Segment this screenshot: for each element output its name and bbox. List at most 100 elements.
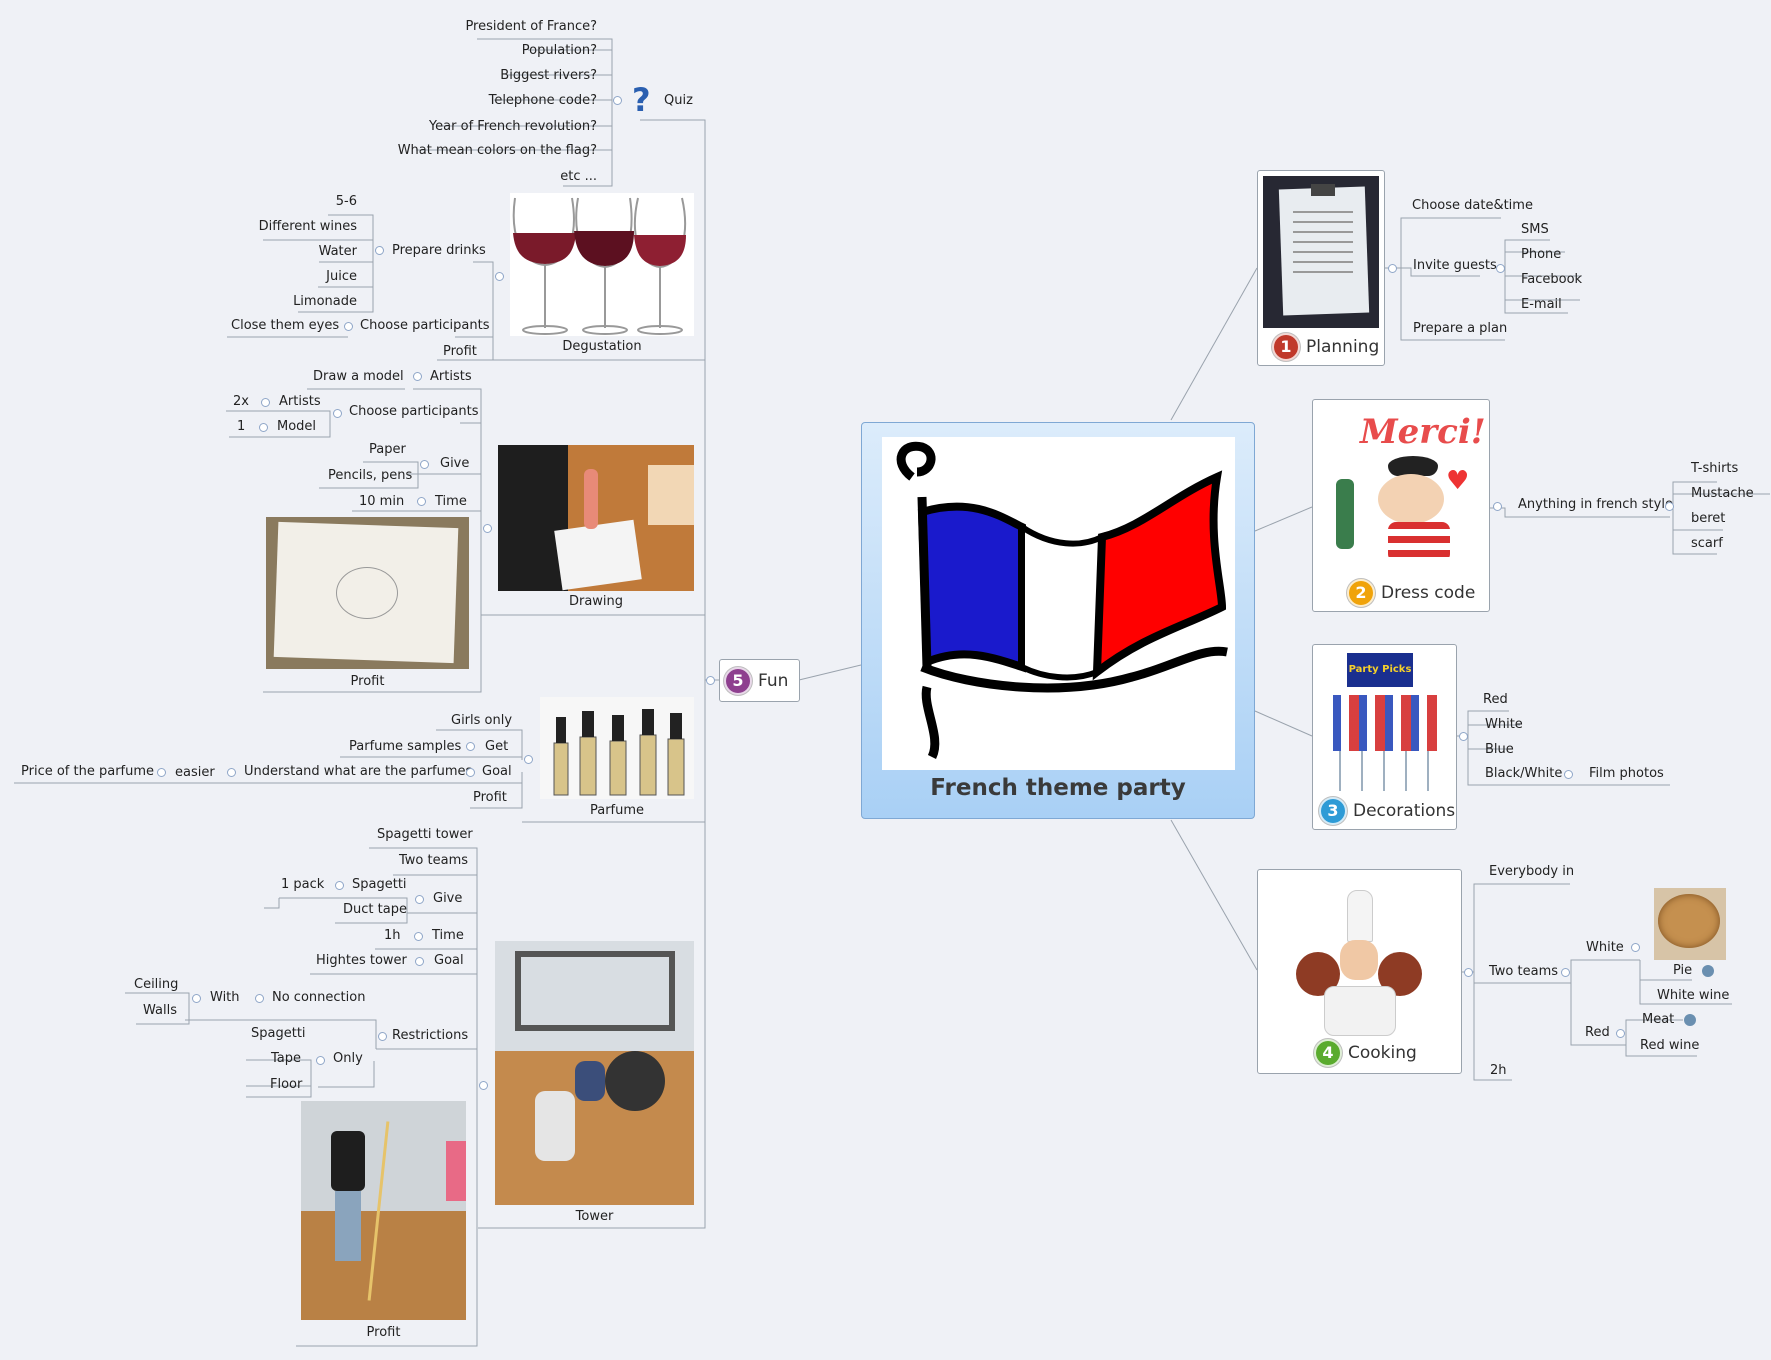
with[interactable]: With [210, 990, 240, 1005]
spagetti[interactable]: Spagetti [251, 1026, 306, 1041]
collapse-toggle[interactable] [157, 768, 166, 777]
draw-a-model[interactable]: Draw a model [313, 369, 404, 384]
tower-profit[interactable]: Profit [366, 1325, 401, 1340]
dress-tshirts[interactable]: T-shirts [1691, 461, 1739, 476]
collapse-toggle[interactable] [524, 755, 533, 764]
drawing-label[interactable]: Drawing [568, 594, 624, 609]
red-wine[interactable]: Red wine [1640, 1038, 1700, 1053]
tower-label[interactable]: Tower [575, 1209, 614, 1224]
one-pack[interactable]: 1 pack [281, 877, 325, 892]
cooking-time[interactable]: 2h [1490, 1063, 1507, 1078]
quiz-item[interactable]: What mean colors on the flag? [397, 143, 597, 158]
collapse-toggle[interactable] [375, 246, 384, 255]
ceiling[interactable]: Ceiling [134, 977, 179, 992]
decor-white[interactable]: White [1485, 717, 1523, 732]
pencils-pens[interactable]: Pencils, pens [328, 468, 413, 483]
model[interactable]: Model [277, 419, 317, 434]
no-connection[interactable]: No connection [272, 990, 366, 1005]
spagetti-tower[interactable]: Spagetti tower [377, 827, 473, 842]
goal[interactable]: Goal [434, 953, 464, 968]
collapse-toggle[interactable] [495, 272, 504, 281]
collapse-toggle[interactable] [1496, 264, 1505, 273]
collapse-toggle[interactable] [1388, 264, 1397, 273]
degustation-profit[interactable]: Profit [443, 344, 477, 359]
collapse-toggle[interactable] [466, 742, 475, 751]
time[interactable]: Time [435, 494, 467, 509]
only[interactable]: Only [333, 1051, 363, 1066]
duct-tape[interactable]: Duct tape [343, 902, 407, 917]
collapse-toggle[interactable] [413, 372, 422, 381]
quiz-item[interactable]: Year of French revolution? [428, 119, 597, 134]
easier[interactable]: easier [175, 765, 215, 780]
parfume-samples[interactable]: Parfume samples [349, 739, 462, 754]
drink-item[interactable]: 5-6 [335, 194, 357, 209]
dress-mustache[interactable]: Mustache [1691, 486, 1754, 501]
everybody-in[interactable]: Everybody in [1489, 864, 1575, 879]
drink-item[interactable]: Water [318, 244, 357, 259]
collapse-toggle[interactable] [344, 322, 353, 331]
collapse-toggle[interactable] [420, 460, 429, 469]
hightes-tower[interactable]: Hightes tower [316, 953, 407, 968]
choose-participants[interactable]: Choose participants [360, 318, 490, 333]
give[interactable]: Give [433, 891, 463, 906]
collapse-toggle[interactable] [483, 524, 492, 533]
degustation-label[interactable]: Degustation [562, 339, 642, 354]
collapse-toggle[interactable] [466, 768, 475, 777]
team-white[interactable]: White [1586, 940, 1624, 955]
quiz-item[interactable]: Telephone code? [488, 93, 597, 108]
pie-item[interactable]: Pie [1673, 963, 1715, 979]
floor[interactable]: Floor [270, 1077, 303, 1092]
collapse-toggle[interactable] [1561, 968, 1570, 977]
prepare-drinks[interactable]: Prepare drinks [392, 243, 486, 258]
collapse-toggle[interactable] [227, 768, 236, 777]
parfume-profit[interactable]: Profit [473, 790, 507, 805]
collapse-toggle[interactable] [415, 957, 424, 966]
ten-minutes[interactable]: 10 min [359, 494, 405, 509]
collapse-toggle[interactable] [706, 676, 715, 685]
drink-item[interactable]: Juice [326, 269, 357, 284]
meat-item[interactable]: Meat [1642, 1012, 1697, 1028]
goal[interactable]: Goal [482, 764, 512, 779]
dress-beret[interactable]: beret [1691, 511, 1726, 526]
give[interactable]: Give [440, 456, 470, 471]
collapse-toggle[interactable] [1493, 502, 1502, 511]
collapse-toggle[interactable] [261, 398, 270, 407]
invite-sms[interactable]: SMS [1521, 222, 1549, 237]
close-them-eyes[interactable]: Close them eyes [231, 318, 340, 333]
drink-item[interactable]: Limonade [293, 294, 357, 309]
collapse-toggle[interactable] [259, 423, 268, 432]
decor-film-photos[interactable]: Film photos [1589, 766, 1664, 781]
get[interactable]: Get [485, 739, 509, 754]
invite-email[interactable]: E-mail [1521, 297, 1562, 312]
restrictions[interactable]: Restrictions [392, 1028, 469, 1043]
artists[interactable]: Artists [430, 369, 472, 384]
two-x[interactable]: 2x [233, 394, 249, 409]
collapse-toggle[interactable] [378, 1032, 387, 1041]
prepare-plan[interactable]: Prepare a plan [1413, 321, 1508, 336]
decor-red[interactable]: Red [1483, 692, 1508, 707]
tape[interactable]: Tape [271, 1051, 302, 1066]
collapse-toggle[interactable] [1564, 770, 1573, 779]
collapse-toggle[interactable] [1464, 968, 1473, 977]
central-topic[interactable]: French theme party [861, 422, 1255, 819]
quiz-item[interactable]: President of France? [465, 19, 597, 34]
collapse-toggle[interactable] [1665, 502, 1674, 511]
dress-scarf[interactable]: scarf [1691, 536, 1723, 551]
collapse-toggle[interactable] [479, 1081, 488, 1090]
collapse-toggle[interactable] [414, 932, 423, 941]
time[interactable]: Time [432, 928, 464, 943]
collapse-toggle[interactable] [1631, 943, 1640, 952]
collapse-toggle[interactable] [417, 497, 426, 506]
choose-datetime[interactable]: Choose date&time [1412, 198, 1533, 213]
quiz-item[interactable]: etc ... [560, 169, 597, 184]
spagetti[interactable]: Spagetti [352, 877, 407, 892]
collapse-toggle[interactable] [1616, 1029, 1625, 1038]
invite-phone[interactable]: Phone [1521, 247, 1562, 262]
decor-black-white[interactable]: Black/White [1485, 766, 1563, 781]
collapse-toggle[interactable] [335, 881, 344, 890]
quiz-label[interactable]: Quiz [664, 93, 693, 108]
